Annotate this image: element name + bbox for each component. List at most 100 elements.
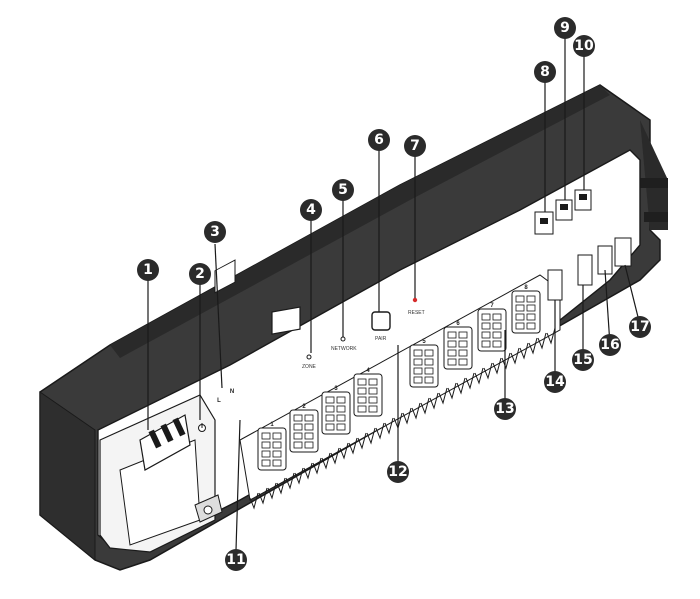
fin xyxy=(384,417,394,435)
terminal-slot xyxy=(261,450,271,458)
fin xyxy=(492,357,502,375)
callout-circle-9 xyxy=(554,17,576,39)
zone-block-2: 2 xyxy=(289,404,319,453)
terminal-slot xyxy=(458,358,468,366)
top-switches xyxy=(534,189,592,235)
pair-label: PAIR xyxy=(375,336,387,342)
callout-number-8: 8 xyxy=(540,64,550,80)
terminal-slot xyxy=(304,414,314,422)
fin xyxy=(303,462,313,480)
callout-circle-17 xyxy=(629,316,651,338)
terminal-slot xyxy=(368,405,378,413)
zone-number: 3 xyxy=(334,386,338,392)
callout-number-16: 16 xyxy=(600,337,619,353)
pair-button[interactable] xyxy=(371,311,391,331)
callout-number-5: 5 xyxy=(338,182,348,198)
zone-led xyxy=(306,354,312,360)
terminal-slot xyxy=(458,331,468,339)
terminal-slot xyxy=(492,313,502,321)
terminal-slot xyxy=(293,423,303,431)
zone-block-5: 5 xyxy=(409,339,439,388)
callout-circle-16 xyxy=(599,334,621,356)
terminal-slot xyxy=(325,423,335,431)
terminal-slot xyxy=(413,376,423,384)
fin xyxy=(429,392,439,410)
callout-circle-7 xyxy=(404,135,426,157)
fuse-holder xyxy=(139,414,191,471)
callout-number-7: 7 xyxy=(410,138,420,154)
terminal-slot xyxy=(357,405,367,413)
terminal-slot xyxy=(424,376,434,384)
terminal-slot xyxy=(447,358,457,366)
terminal-slot xyxy=(413,367,423,375)
cable-clamp xyxy=(194,494,223,523)
terminal-slot xyxy=(272,441,282,449)
terminal-slot xyxy=(447,349,457,357)
callout-circle-5 xyxy=(332,179,354,201)
fin xyxy=(294,467,304,485)
zone-block-3: 3 xyxy=(321,386,351,435)
callout-circle-15 xyxy=(572,349,594,371)
zone-number: 2 xyxy=(302,404,306,410)
terminal-slot xyxy=(336,396,346,404)
terminal-slot xyxy=(481,340,491,348)
terminal-slot xyxy=(325,414,335,422)
terminal-slot xyxy=(272,432,282,440)
terminal-slot xyxy=(424,358,434,366)
fin xyxy=(447,382,457,400)
zone-number: 4 xyxy=(366,368,370,374)
network-led xyxy=(340,336,346,342)
terminal-slot xyxy=(272,450,282,458)
terminal-slot xyxy=(272,459,282,467)
power-terminals: N L xyxy=(198,259,236,432)
callout-circle-3 xyxy=(204,221,226,243)
callout-number-2: 2 xyxy=(195,266,205,282)
fin xyxy=(474,367,484,385)
callout-number-12: 12 xyxy=(388,464,407,480)
callout-number-9: 9 xyxy=(560,20,570,36)
terminal-slot xyxy=(424,367,434,375)
fin xyxy=(483,362,493,380)
fin xyxy=(285,472,295,490)
zone-block-8: 8 xyxy=(511,285,541,334)
cooling-fins xyxy=(249,327,556,510)
fin xyxy=(465,372,475,390)
terminal-slot xyxy=(515,295,525,303)
display-window xyxy=(271,306,301,335)
terminal-slot xyxy=(481,322,491,330)
fin xyxy=(339,442,349,460)
callout-circle-12 xyxy=(387,461,409,483)
terminal-slot xyxy=(293,414,303,422)
callout-circle-14 xyxy=(544,371,566,393)
fin xyxy=(438,387,448,405)
terminal-slot xyxy=(492,331,502,339)
terminal-slot xyxy=(458,349,468,357)
terminal-slot xyxy=(515,304,525,312)
terminal-slot xyxy=(357,378,367,386)
terminal-slot xyxy=(368,396,378,404)
fin xyxy=(411,402,421,420)
terminal-slot xyxy=(481,313,491,321)
fin xyxy=(276,477,286,495)
terminal-slot xyxy=(515,322,525,330)
terminal-slot xyxy=(357,387,367,395)
callout-number-17: 17 xyxy=(630,319,649,335)
callout-number-15: 15 xyxy=(573,352,592,368)
fin xyxy=(546,327,556,345)
terminal-slot xyxy=(336,423,346,431)
callout-circle-10 xyxy=(573,35,595,57)
fin xyxy=(510,347,520,365)
terminal-slot xyxy=(447,331,457,339)
callout-circle-6 xyxy=(368,129,390,151)
fin xyxy=(375,422,385,440)
terminal-slot xyxy=(424,349,434,357)
zone-block-4: 4 xyxy=(353,368,383,417)
terminal-slot xyxy=(293,432,303,440)
fin xyxy=(330,447,340,465)
zone-block-6: 6 xyxy=(443,321,473,370)
terminal-slot xyxy=(325,396,335,404)
callout-number-10: 10 xyxy=(574,38,594,54)
terminal-slot xyxy=(261,432,271,440)
fin xyxy=(537,332,547,350)
